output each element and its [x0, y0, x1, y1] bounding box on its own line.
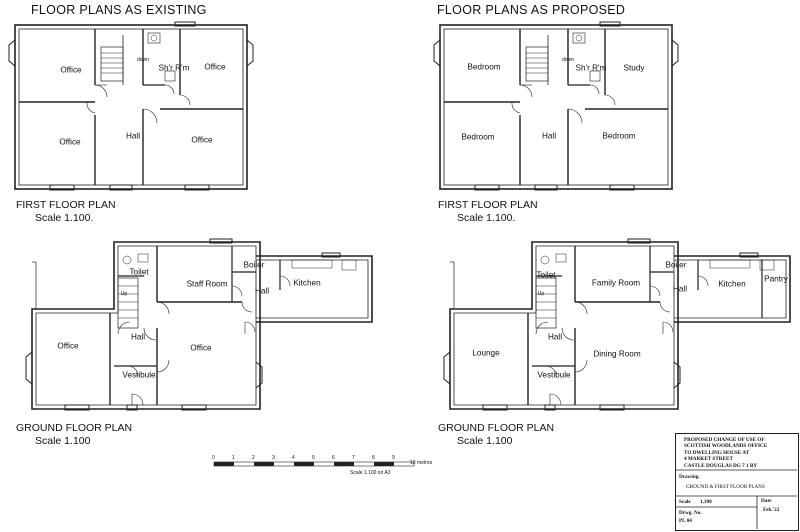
drwg-value: PL 04 [679, 518, 692, 524]
first-floor-scale-existing: Scale 1.100. [35, 212, 94, 224]
room-dining-room: Dining Room [593, 349, 641, 359]
first-floor-scale-proposed: Scale 1.100. [457, 212, 516, 224]
heading-proposed: FLOOR PLANS AS PROPOSED [437, 3, 626, 17]
room-hall: Hall [125, 131, 141, 141]
room-office-sw: Office [59, 137, 81, 147]
ground-floor-title-existing: GROUND FLOOR PLAN [16, 422, 133, 434]
room-hall: Hall [541, 131, 557, 141]
ground-floor-scale-proposed: Scale 1.100 [457, 435, 513, 447]
first-floor-existing-outline [8, 21, 254, 191]
scale-tick: 10 metres [410, 460, 433, 466]
room-bedroom-nw: Bedroom [467, 62, 501, 72]
room-office-w: Office [57, 341, 79, 351]
scale-tick: 1 [232, 455, 235, 461]
scale-bar-graphic [213, 461, 415, 467]
room-office-nw: Office [60, 65, 82, 75]
room-hall: Hall [130, 332, 146, 342]
scale-tick: 2 [252, 455, 255, 461]
room-hall: Hall [547, 332, 563, 342]
room-office-ne: Office [204, 62, 226, 72]
room-office-e: Office [190, 343, 212, 353]
room-hall-rear: Hall [672, 284, 688, 294]
room-study: Study [623, 63, 645, 73]
room-vestibule: Vestibule [537, 370, 571, 380]
room-family-room: Family Room [591, 278, 641, 288]
room-pantry: Pantry [764, 274, 788, 284]
room-bedroom-se: Bedroom [602, 131, 636, 141]
room-bedroom-sw: Bedroom [461, 132, 495, 142]
date-value: Feb.'22 [763, 507, 780, 513]
scale-tick: 4 [292, 455, 295, 461]
room-kitchen: Kitchen [293, 278, 321, 288]
first-floor-proposed-outline [433, 21, 679, 191]
room-office-se: Office [191, 135, 213, 145]
stair-up-label: Up [120, 291, 128, 297]
title-block: PROPOSED CHANGE OF USE OF SCOTTISH WOODL… [675, 433, 799, 531]
scale-caption: Scale 1.100 on A3 [350, 470, 391, 476]
room-toilet: Toilet [536, 270, 556, 280]
scale-value: 1.100 [700, 499, 712, 505]
title-block-lines [675, 469, 797, 529]
scale-tick: 3 [272, 455, 275, 461]
drwg-label: Drwg. No. [679, 510, 702, 516]
first-floor-title-existing: FIRST FLOOR PLAN [16, 199, 116, 211]
room-staff-room: Staff Room [186, 279, 228, 289]
room-shower: Sh'r R'm [158, 63, 190, 73]
ground-floor-title-proposed: GROUND FLOOR PLAN [438, 422, 555, 434]
drawing-title: GROUND & FIRST FLOOR PLANS [686, 484, 765, 490]
room-hall-rear: Hall [254, 286, 270, 296]
scale-tick: 8 [372, 455, 375, 461]
room-vestibule: Vestibule [122, 370, 156, 380]
room-shower: Sh'r R'm [575, 63, 607, 73]
stair-down-label: down [562, 57, 574, 63]
stair-down-label: down [137, 57, 149, 63]
date-label: Date [761, 498, 772, 504]
scale-tick: 0 [212, 455, 215, 461]
ground-floor-existing-outline [25, 238, 373, 411]
room-kitchen: Kitchen [718, 279, 746, 289]
scale-tick: 9 [392, 455, 395, 461]
room-toilet: Toilet [129, 267, 149, 277]
heading-existing: FLOOR PLANS AS EXISTING [31, 3, 207, 17]
room-boiler: Boiler [243, 260, 265, 270]
scale-tick: 6 [332, 455, 335, 461]
drawing-label: Drawing. [679, 474, 700, 480]
scale-label: Scale [679, 499, 691, 505]
ground-floor-proposed-outline [443, 238, 791, 411]
room-lounge: Lounge [472, 348, 500, 358]
scale-tick: 5 [312, 455, 315, 461]
ground-floor-scale-existing: Scale 1.100 [35, 435, 91, 447]
stair-up-label: Up [537, 291, 545, 297]
title-description: PROPOSED CHANGE OF USE OF SCOTTISH WOODL… [684, 437, 768, 469]
first-floor-title-proposed: FIRST FLOOR PLAN [438, 199, 538, 211]
room-boiler: Boiler [665, 260, 687, 270]
scale-tick: 7 [352, 455, 355, 461]
